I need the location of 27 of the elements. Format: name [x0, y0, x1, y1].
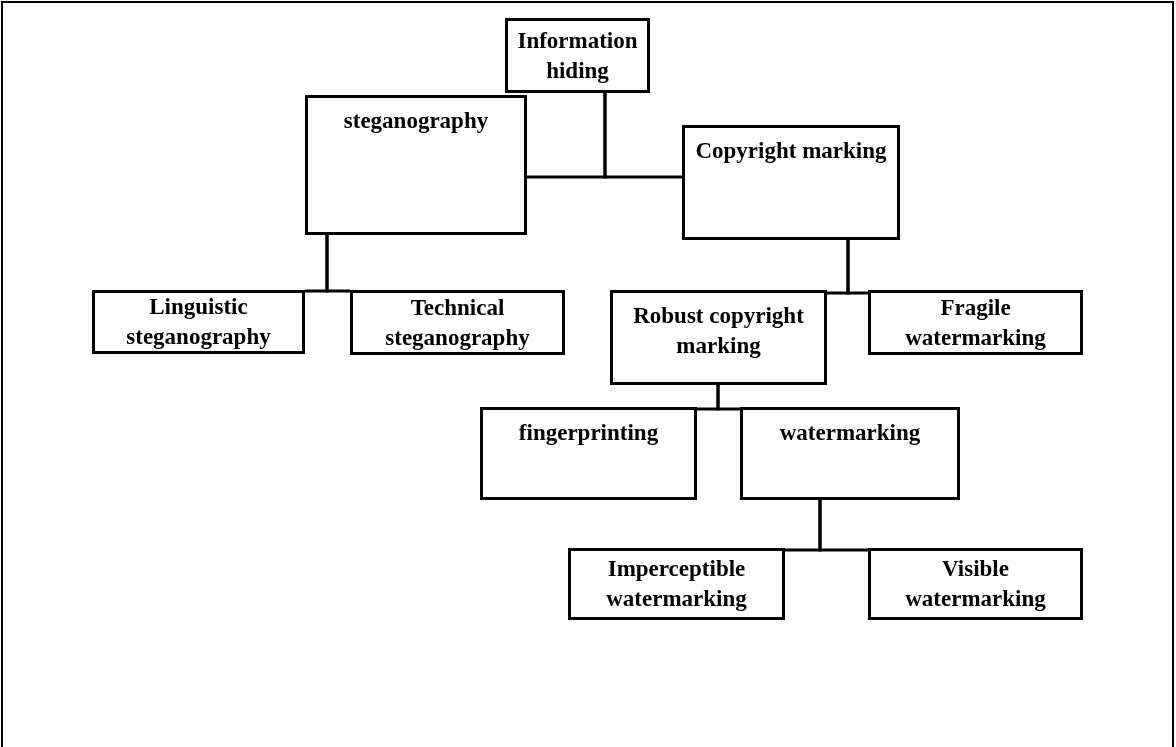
- process-box: [682, 125, 900, 240]
- connector-line: [325, 235, 350, 293]
- node-label: Imperceptible watermarking: [605, 555, 748, 613]
- connector-line: [846, 240, 868, 295]
- connector-line: [603, 93, 682, 179]
- process-box: [740, 407, 960, 500]
- node-label: steganography: [343, 107, 489, 135]
- connector-line: [818, 500, 868, 552]
- process-box: [305, 95, 527, 235]
- node-label: Copyright marking: [695, 137, 887, 165]
- process-box: [568, 548, 785, 620]
- process-box: [505, 18, 650, 93]
- node-label: Linguistic steganography: [125, 293, 272, 351]
- process-box: [868, 548, 1083, 620]
- node-label: Robust copyright marking: [632, 302, 805, 360]
- node-label: watermarking: [779, 419, 921, 447]
- node-label: Visible watermarking: [904, 555, 1047, 613]
- process-box: [350, 290, 565, 355]
- process-box: [92, 290, 305, 354]
- node-label: Information hiding: [516, 26, 639, 85]
- node-label: Fragile watermarking: [904, 293, 1047, 352]
- process-box: [868, 290, 1083, 355]
- process-box: [480, 407, 697, 500]
- node-label: Technical steganography: [384, 293, 531, 352]
- node-label: fingerprinting: [518, 419, 659, 447]
- connector-line: [716, 385, 740, 411]
- process-box: [610, 290, 827, 385]
